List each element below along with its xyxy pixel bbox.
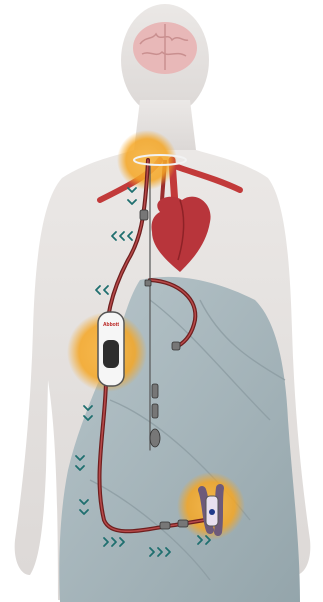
device-brand-label: Abbott (103, 322, 119, 328)
brain-icon (133, 22, 197, 74)
pump-console-icon: Abbott (98, 312, 124, 386)
